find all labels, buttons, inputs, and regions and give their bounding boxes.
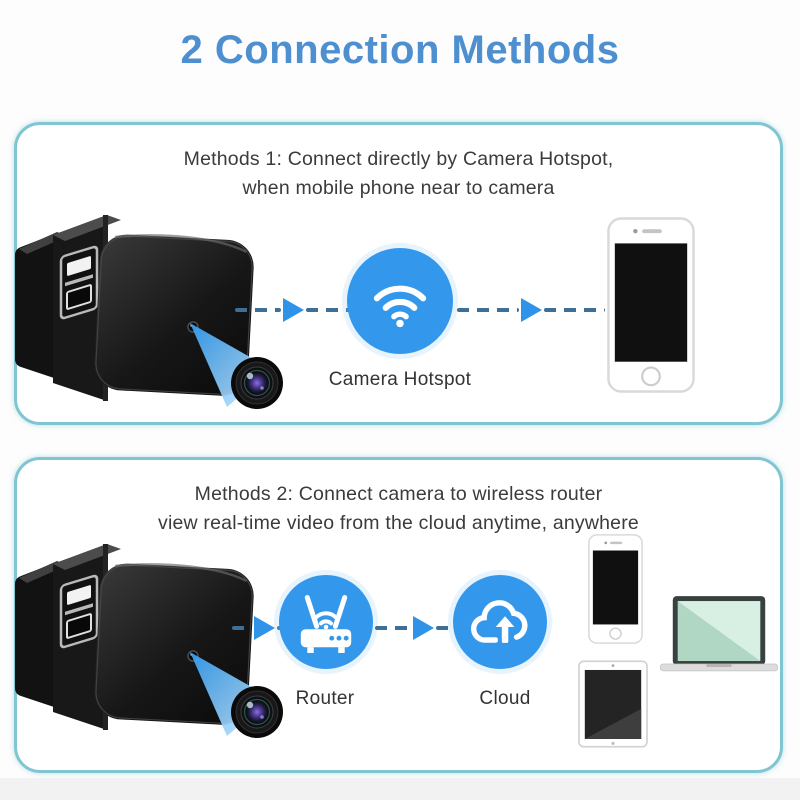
background-strip [0, 778, 800, 800]
smartphone-icon [607, 217, 695, 393]
router-label: Router [295, 688, 355, 709]
router-circle [279, 575, 373, 669]
cloud-circle [453, 575, 547, 669]
arrow-dash-segment [543, 307, 605, 313]
method2-heading: Methods 2: Connect camera to wireless ro… [17, 480, 780, 538]
cloud-upload-icon [464, 586, 536, 658]
method2-heading-line1: Methods 2: Connect camera to wireless ro… [194, 483, 603, 505]
wifi-icon [366, 267, 434, 335]
camera-hotspot-circle [347, 248, 453, 354]
dashed-arrow-right-icon [235, 297, 351, 323]
cloud-label: Cloud [479, 688, 531, 709]
method1-panel: Methods 1: Connect directly by Camera Ho… [14, 122, 783, 425]
arrow-head-icon [520, 298, 542, 322]
laptop-icon [660, 596, 778, 673]
page-title: 2 Connection Methods [180, 28, 620, 72]
method1-heading-line2: when mobile phone near to camera [242, 177, 555, 199]
router-icon [290, 586, 362, 658]
camera-hotspot-label: Camera Hotspot [328, 369, 472, 390]
arrow-dash-segment [235, 307, 281, 313]
arrow-dash-segment [232, 625, 252, 631]
arrow-head-icon [412, 616, 434, 640]
arrow-dash-segment [375, 625, 411, 631]
dashed-arrow-right-icon [457, 297, 605, 323]
smartphone-icon [588, 534, 643, 644]
method1-heading-line1: Methods 1: Connect directly by Camera Ho… [183, 148, 614, 170]
arrow-dash-segment [457, 307, 519, 313]
arrow-dash-segment [305, 307, 351, 313]
method1-heading: Methods 1: Connect directly by Camera Ho… [17, 145, 780, 203]
arrow-head-icon [282, 298, 304, 322]
tablet-icon [578, 660, 648, 748]
method2-heading-line2: view real-time video from the cloud anyt… [158, 512, 639, 534]
method2-panel: Methods 2: Connect camera to wireless ro… [14, 457, 783, 773]
arrow-head-icon [253, 616, 275, 640]
